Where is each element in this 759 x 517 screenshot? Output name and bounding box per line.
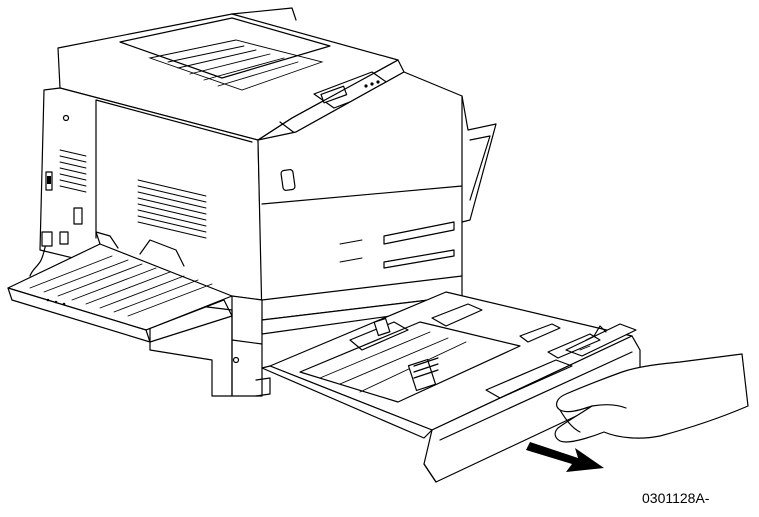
printer-lower-cabinet [149, 295, 463, 397]
figure-id-label: 0301128A- [642, 490, 710, 506]
screw-icon [232, 356, 240, 364]
screw-icon [62, 114, 70, 122]
right-side-tray [461, 95, 497, 223]
pull-direction-arrow-icon [526, 442, 604, 472]
left-vents [59, 149, 207, 239]
paper-cassette[interactable] [261, 291, 641, 483]
hand-illustration [554, 353, 749, 443]
front-latch-slot [383, 221, 455, 245]
printer-top-cover [57, 7, 405, 153]
width-guide[interactable] [485, 359, 573, 399]
front-door-handle[interactable] [280, 169, 296, 191]
bypass-tray [7, 231, 233, 343]
